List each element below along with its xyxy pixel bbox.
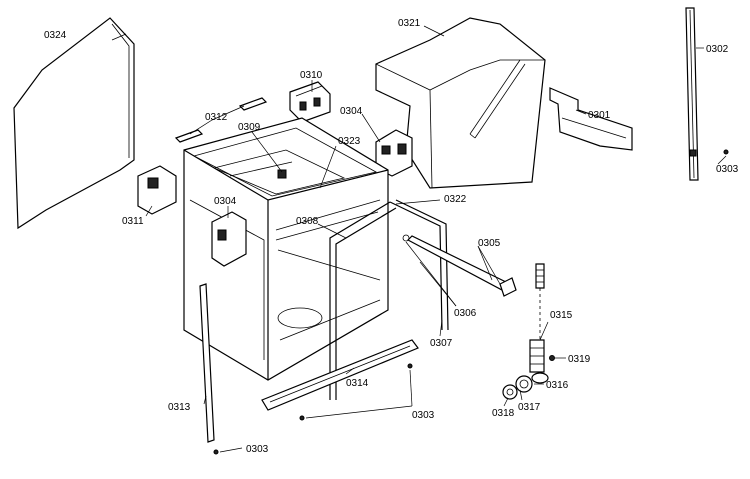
part-screws	[213, 149, 729, 455]
label-0303-right: 0303	[716, 164, 739, 175]
part-0313-vertical-strip	[199, 283, 215, 443]
label-0324: 0324	[44, 30, 67, 41]
part-0314-bottom-strip	[261, 339, 419, 411]
part-0302-vertical-strip	[685, 7, 699, 181]
label-0317: 0317	[518, 402, 541, 413]
part-0304-top-clip	[375, 129, 413, 177]
label-0319: 0319	[568, 354, 591, 365]
label-0301: 0301	[588, 110, 611, 121]
label-0305: 0305	[478, 238, 501, 249]
part-0321-insulation-cover	[375, 17, 546, 189]
part-washers	[502, 355, 555, 400]
label-0322: 0322	[444, 194, 467, 205]
label-0307: 0307	[430, 338, 453, 349]
part-0315-leveling-leg	[529, 263, 549, 384]
label-0321: 0321	[398, 18, 421, 29]
part-dishwasher-tub	[183, 117, 389, 381]
label-0310: 0310	[300, 70, 323, 81]
leader-lines	[111, 25, 727, 453]
label-0313: 0313	[168, 402, 191, 413]
part-0304-side-clip	[211, 211, 247, 267]
label-0304-side: 0304	[214, 196, 237, 207]
label-0309: 0309	[238, 122, 261, 133]
label-0304-top: 0304	[340, 106, 363, 117]
part-0310-clip	[289, 81, 331, 123]
part-0312-pins	[174, 97, 268, 143]
part-0305-bar	[402, 234, 517, 297]
label-0323: 0323	[338, 136, 361, 147]
label-0303-bottom-right: 0303	[412, 410, 435, 421]
part-0324-side-panel	[13, 17, 135, 230]
label-0312: 0312	[205, 112, 228, 123]
label-0308: 0308	[296, 216, 319, 227]
label-0302: 0302	[706, 44, 729, 55]
part-0301-bracket	[549, 87, 633, 151]
label-0316: 0316	[546, 380, 569, 391]
label-0314: 0314	[346, 378, 369, 389]
label-0303-bottom-left: 0303	[246, 444, 269, 455]
label-0318: 0318	[492, 408, 515, 419]
part-0311-clip	[137, 165, 177, 215]
label-0315: 0315	[550, 310, 573, 321]
label-0306: 0306	[454, 308, 477, 319]
label-0311: 0311	[122, 216, 144, 227]
